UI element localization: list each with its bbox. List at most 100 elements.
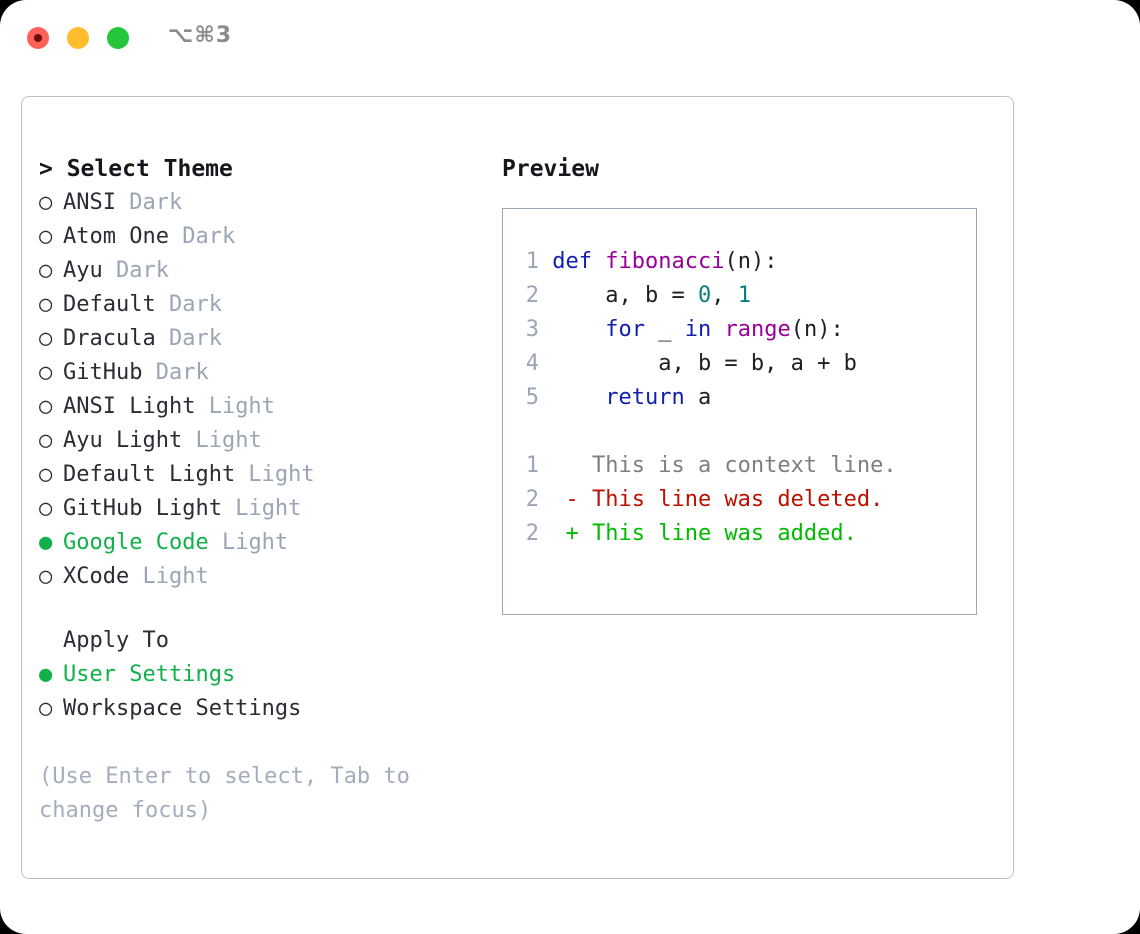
theme-variant-tag: Dark (102, 258, 169, 283)
code-token (552, 317, 605, 342)
apply-to-option-row[interactable]: ○ Workspace Settings (39, 692, 479, 726)
theme-option-row[interactable]: ○ANSI Light Light (39, 390, 479, 424)
code-token: in (684, 317, 712, 342)
theme-option-row[interactable]: ○XCode Light (39, 560, 479, 594)
theme-option-label: ANSI (63, 190, 116, 215)
theme-options-list[interactable]: ○ANSI Dark○Atom One Dark○Ayu Dark○Defaul… (39, 186, 479, 594)
code-token: a (684, 385, 712, 410)
code-line: 1 def fibonacci(n): (521, 245, 968, 279)
diff-line-text: This is a context line. (539, 453, 897, 478)
code-token (711, 317, 724, 342)
theme-variant-tag: Dark (168, 224, 236, 249)
radio-selected-icon: ● (39, 530, 53, 555)
diff-line: 2 + This line was added. (521, 517, 968, 551)
theme-option-row[interactable]: ○ Ayu Light Light (39, 424, 479, 458)
theme-variant-tag: Dark (155, 292, 222, 317)
theme-variant-tag: Light (129, 564, 209, 589)
theme-option-label: ANSI Light (63, 394, 196, 419)
code-token: 1 (737, 283, 751, 308)
code-token: (n): (724, 249, 778, 274)
apply-to-option-row[interactable]: ● User Settings (39, 658, 479, 692)
theme-option-label: Default (63, 292, 156, 317)
keyboard-hint-text: (Use Enter to select, Tab to change focu… (39, 764, 424, 823)
maximize-button[interactable] (107, 27, 129, 49)
theme-option-row[interactable]: ○ ANSI Dark (39, 186, 479, 220)
line-number: 1 (525, 249, 539, 274)
apply-to-option-label: Workspace Settings (63, 696, 302, 721)
theme-option-row[interactable]: ○ GitHub Dark (39, 356, 479, 390)
apply-to-options-list[interactable]: ● User Settings ○ Workspace Settings (39, 658, 479, 726)
line-number: 1 (525, 453, 539, 478)
line-number: 3 (525, 317, 539, 342)
line-number: 5 (525, 385, 539, 410)
theme-list-column: > Select Theme ○ANSI Dark○Atom One Dark○… (39, 152, 479, 828)
apply-to-label: Apply To (63, 628, 169, 653)
code-token: range (724, 317, 791, 342)
radio-unselected-icon: ○ (39, 326, 53, 351)
recording-indicator-icon (34, 34, 42, 42)
theme-option-row[interactable]: ○ Ayu Dark (39, 254, 479, 288)
theme-option-label: Dracula (63, 326, 156, 351)
theme-option-label: GitHub (63, 360, 143, 385)
theme-option-row[interactable]: ○ Default Dark (39, 288, 479, 322)
radio-unselected-icon: ○ (39, 696, 53, 721)
theme-option-row[interactable]: ○Dracula Dark (39, 322, 479, 356)
code-line: 5 return a (521, 381, 968, 415)
theme-option-label: Ayu Light (63, 428, 183, 453)
radio-unselected-icon: ○ (39, 258, 53, 283)
radio-unselected-icon: ○ (39, 462, 53, 487)
code-token: for (605, 317, 645, 342)
theme-option-row[interactable]: ○GitHub Light Light (39, 492, 479, 526)
code-token: fibonacci (605, 249, 725, 274)
theme-variant-tag: Light (235, 462, 315, 487)
radio-unselected-icon: ○ (39, 496, 53, 521)
theme-variant-tag: Light (221, 496, 302, 521)
line-number: 2 (525, 521, 539, 546)
theme-option-row[interactable]: ○Atom One Dark (39, 220, 479, 254)
preview-column: Preview 1 def fibonacci(n):2 a, b = 0, 1… (502, 152, 992, 615)
theme-option-label: Ayu (63, 258, 103, 283)
code-line: 4 a, b = b, a + b (521, 347, 968, 381)
theme-option-row[interactable]: ○ Default Light Light (39, 458, 479, 492)
apply-to-option-label: User Settings (63, 662, 236, 687)
line-number: 2 (525, 487, 539, 512)
theme-variant-tag: Light (195, 394, 275, 419)
code-token: a, b = (552, 283, 698, 308)
radio-unselected-icon: ○ (39, 428, 53, 453)
code-token: def (552, 249, 606, 274)
theme-variant-tag: Light (182, 428, 262, 453)
spacer (521, 415, 968, 449)
select-theme-header: > Select Theme (39, 152, 479, 186)
theme-option-label: Default Light (63, 462, 236, 487)
theme-option-label: XCode (63, 564, 130, 589)
theme-variant-tag: Dark (142, 360, 209, 385)
code-token: _ (644, 317, 685, 342)
theme-selector-panel: > Select Theme ○ANSI Dark○Atom One Dark○… (21, 96, 1014, 879)
spacer (39, 594, 479, 624)
preview-title: Preview (502, 156, 599, 182)
radio-unselected-icon: ○ (39, 360, 53, 385)
radio-unselected-icon: ○ (39, 292, 53, 317)
minimize-button[interactable] (67, 27, 89, 49)
line-number: 4 (525, 351, 539, 376)
code-line: 3 for _ in range(n): (521, 313, 968, 347)
code-token: (n): (790, 317, 844, 342)
theme-variant-tag: Dark (115, 190, 183, 215)
theme-variant-tag: Light (208, 530, 289, 555)
diff-line-text: + This line was added. (539, 521, 857, 546)
theme-option-label: Google Code (63, 530, 209, 555)
code-token: a, b = b, a + b (552, 351, 857, 376)
diff-line: 2 - This line was deleted. (521, 483, 968, 517)
spacer (39, 726, 479, 760)
theme-option-row[interactable]: ● Google Code Light (39, 526, 479, 560)
select-theme-header-label: Select Theme (66, 156, 233, 182)
code-token: return (605, 385, 685, 410)
line-number: 2 (525, 283, 539, 308)
code-line: 2 a, b = 0, 1 (521, 279, 968, 313)
code-token (552, 385, 605, 410)
radio-unselected-icon: ○ (39, 190, 53, 215)
radio-selected-icon: ● (39, 662, 53, 687)
